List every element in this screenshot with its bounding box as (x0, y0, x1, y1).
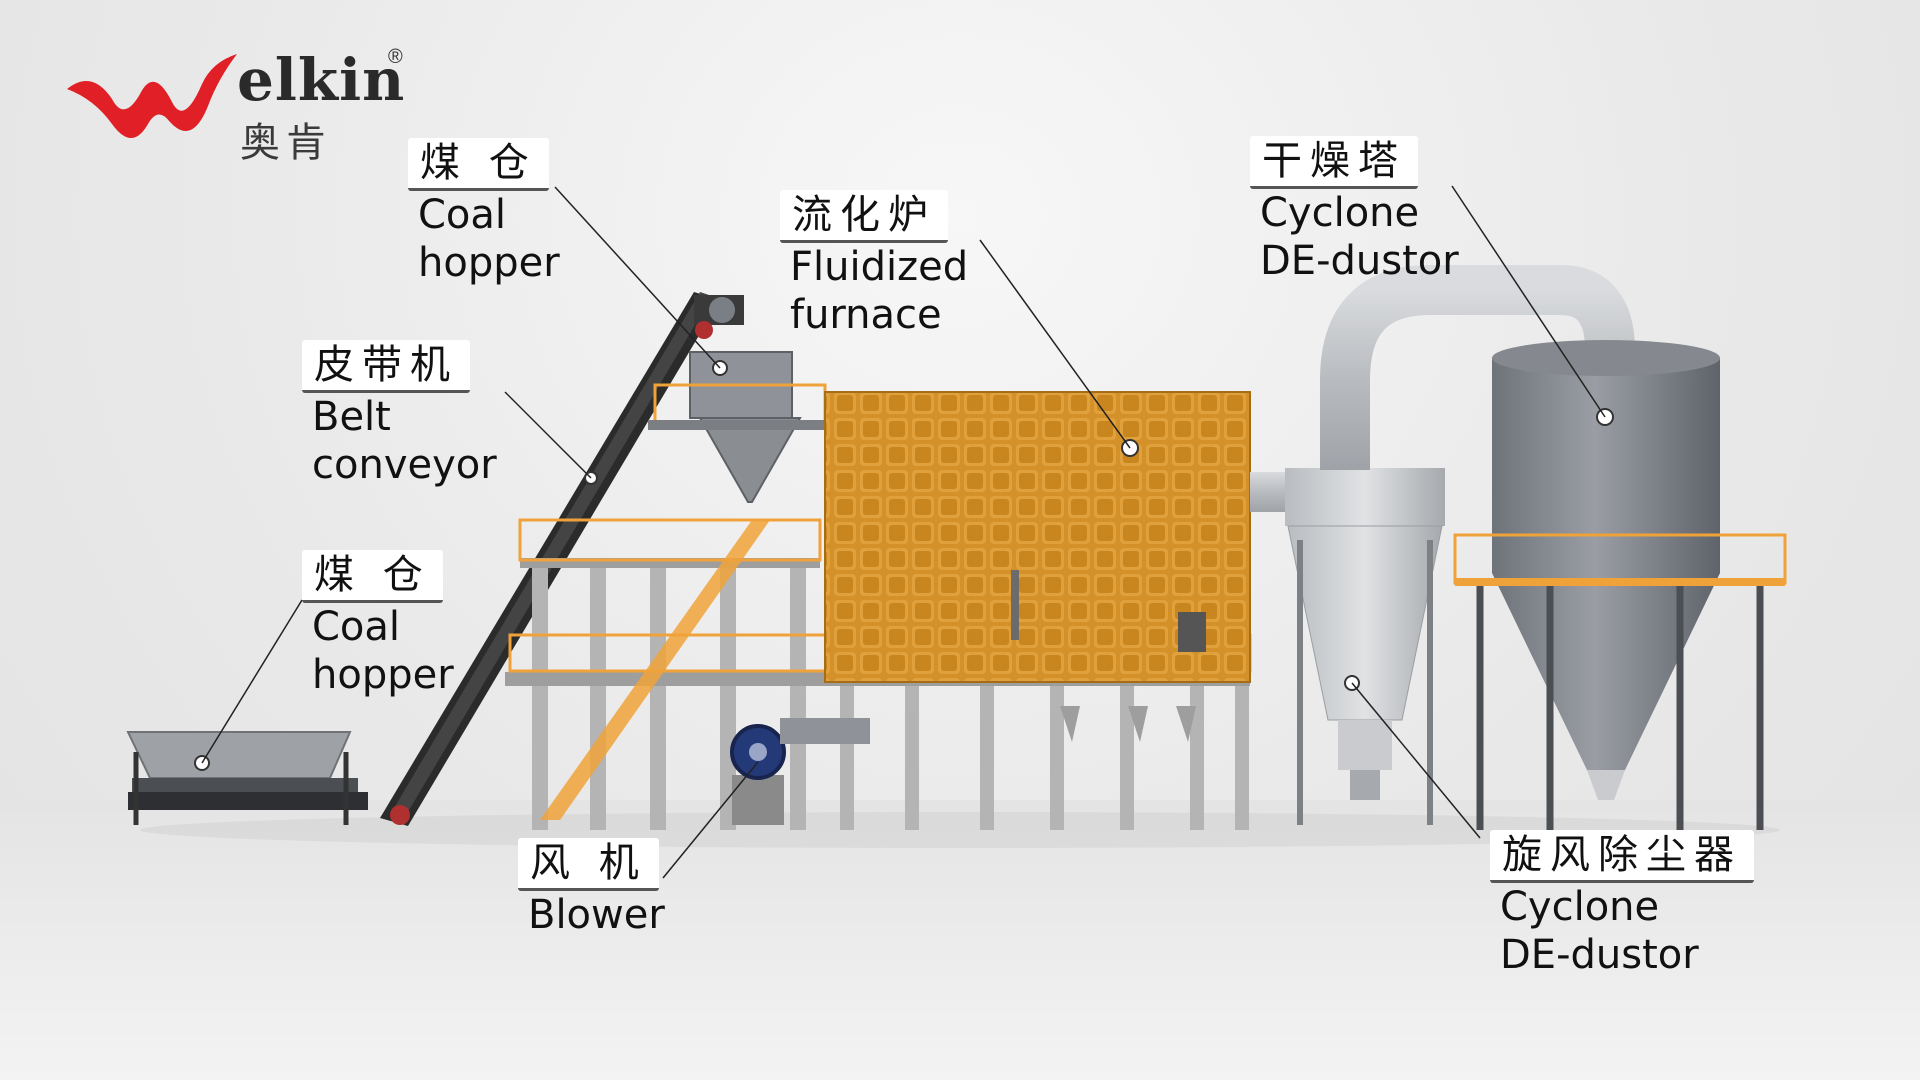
leader-lines (201, 185, 1606, 879)
brand-chinese: 奥肯 (240, 120, 332, 166)
drying-tower (1453, 340, 1787, 830)
brand-wordmark: elkin (237, 46, 406, 114)
callout-cn: 流化炉 (780, 190, 948, 243)
callout-fluidized-furnace: 流化炉 Fluidized furnace (780, 190, 968, 339)
callout-cn: 旋风除尘器 (1490, 830, 1754, 883)
callout-en: Cyclone DE-dustor (1260, 190, 1459, 284)
callout-cn: 风 机 (518, 838, 659, 891)
brand-logo: elkin ® 奥肯 (62, 44, 422, 166)
cyclone-dust-collector (1285, 468, 1445, 825)
registered-mark: ® (388, 46, 403, 68)
callout-cyclone-dustor: 旋风除尘器 Cyclone DE-dustor (1490, 830, 1754, 979)
callout-blower: 风 机 Blower (518, 838, 665, 939)
callout-coal-hopper-ground: 煤 仓 Coal hopper (302, 550, 454, 699)
callout-drying-tower: 干燥塔 Cyclone DE-dustor (1250, 136, 1459, 285)
callout-en: Fluidized furnace (790, 244, 969, 338)
callout-cn: 煤 仓 (408, 138, 549, 191)
callout-en: Blower (528, 892, 665, 938)
callout-en: Coal hopper (312, 604, 454, 698)
callout-en: Belt conveyor (312, 394, 497, 488)
callout-cn: 煤 仓 (302, 550, 443, 603)
callout-cn: 干燥塔 (1250, 136, 1418, 189)
callout-belt-conveyor: 皮带机 Belt conveyor (302, 340, 497, 489)
fluidized-furnace (824, 391, 1251, 742)
callout-cn: 皮带机 (302, 340, 470, 393)
callout-en: Cyclone DE-dustor (1500, 884, 1699, 978)
ground-coal-hopper (126, 731, 368, 825)
callout-en: Coal hopper (418, 192, 560, 286)
callout-coal-hopper-top: 煤 仓 Coal hopper (408, 138, 560, 287)
upper-coal-hopper (648, 351, 827, 503)
w-swoosh-logo-icon (67, 54, 237, 138)
